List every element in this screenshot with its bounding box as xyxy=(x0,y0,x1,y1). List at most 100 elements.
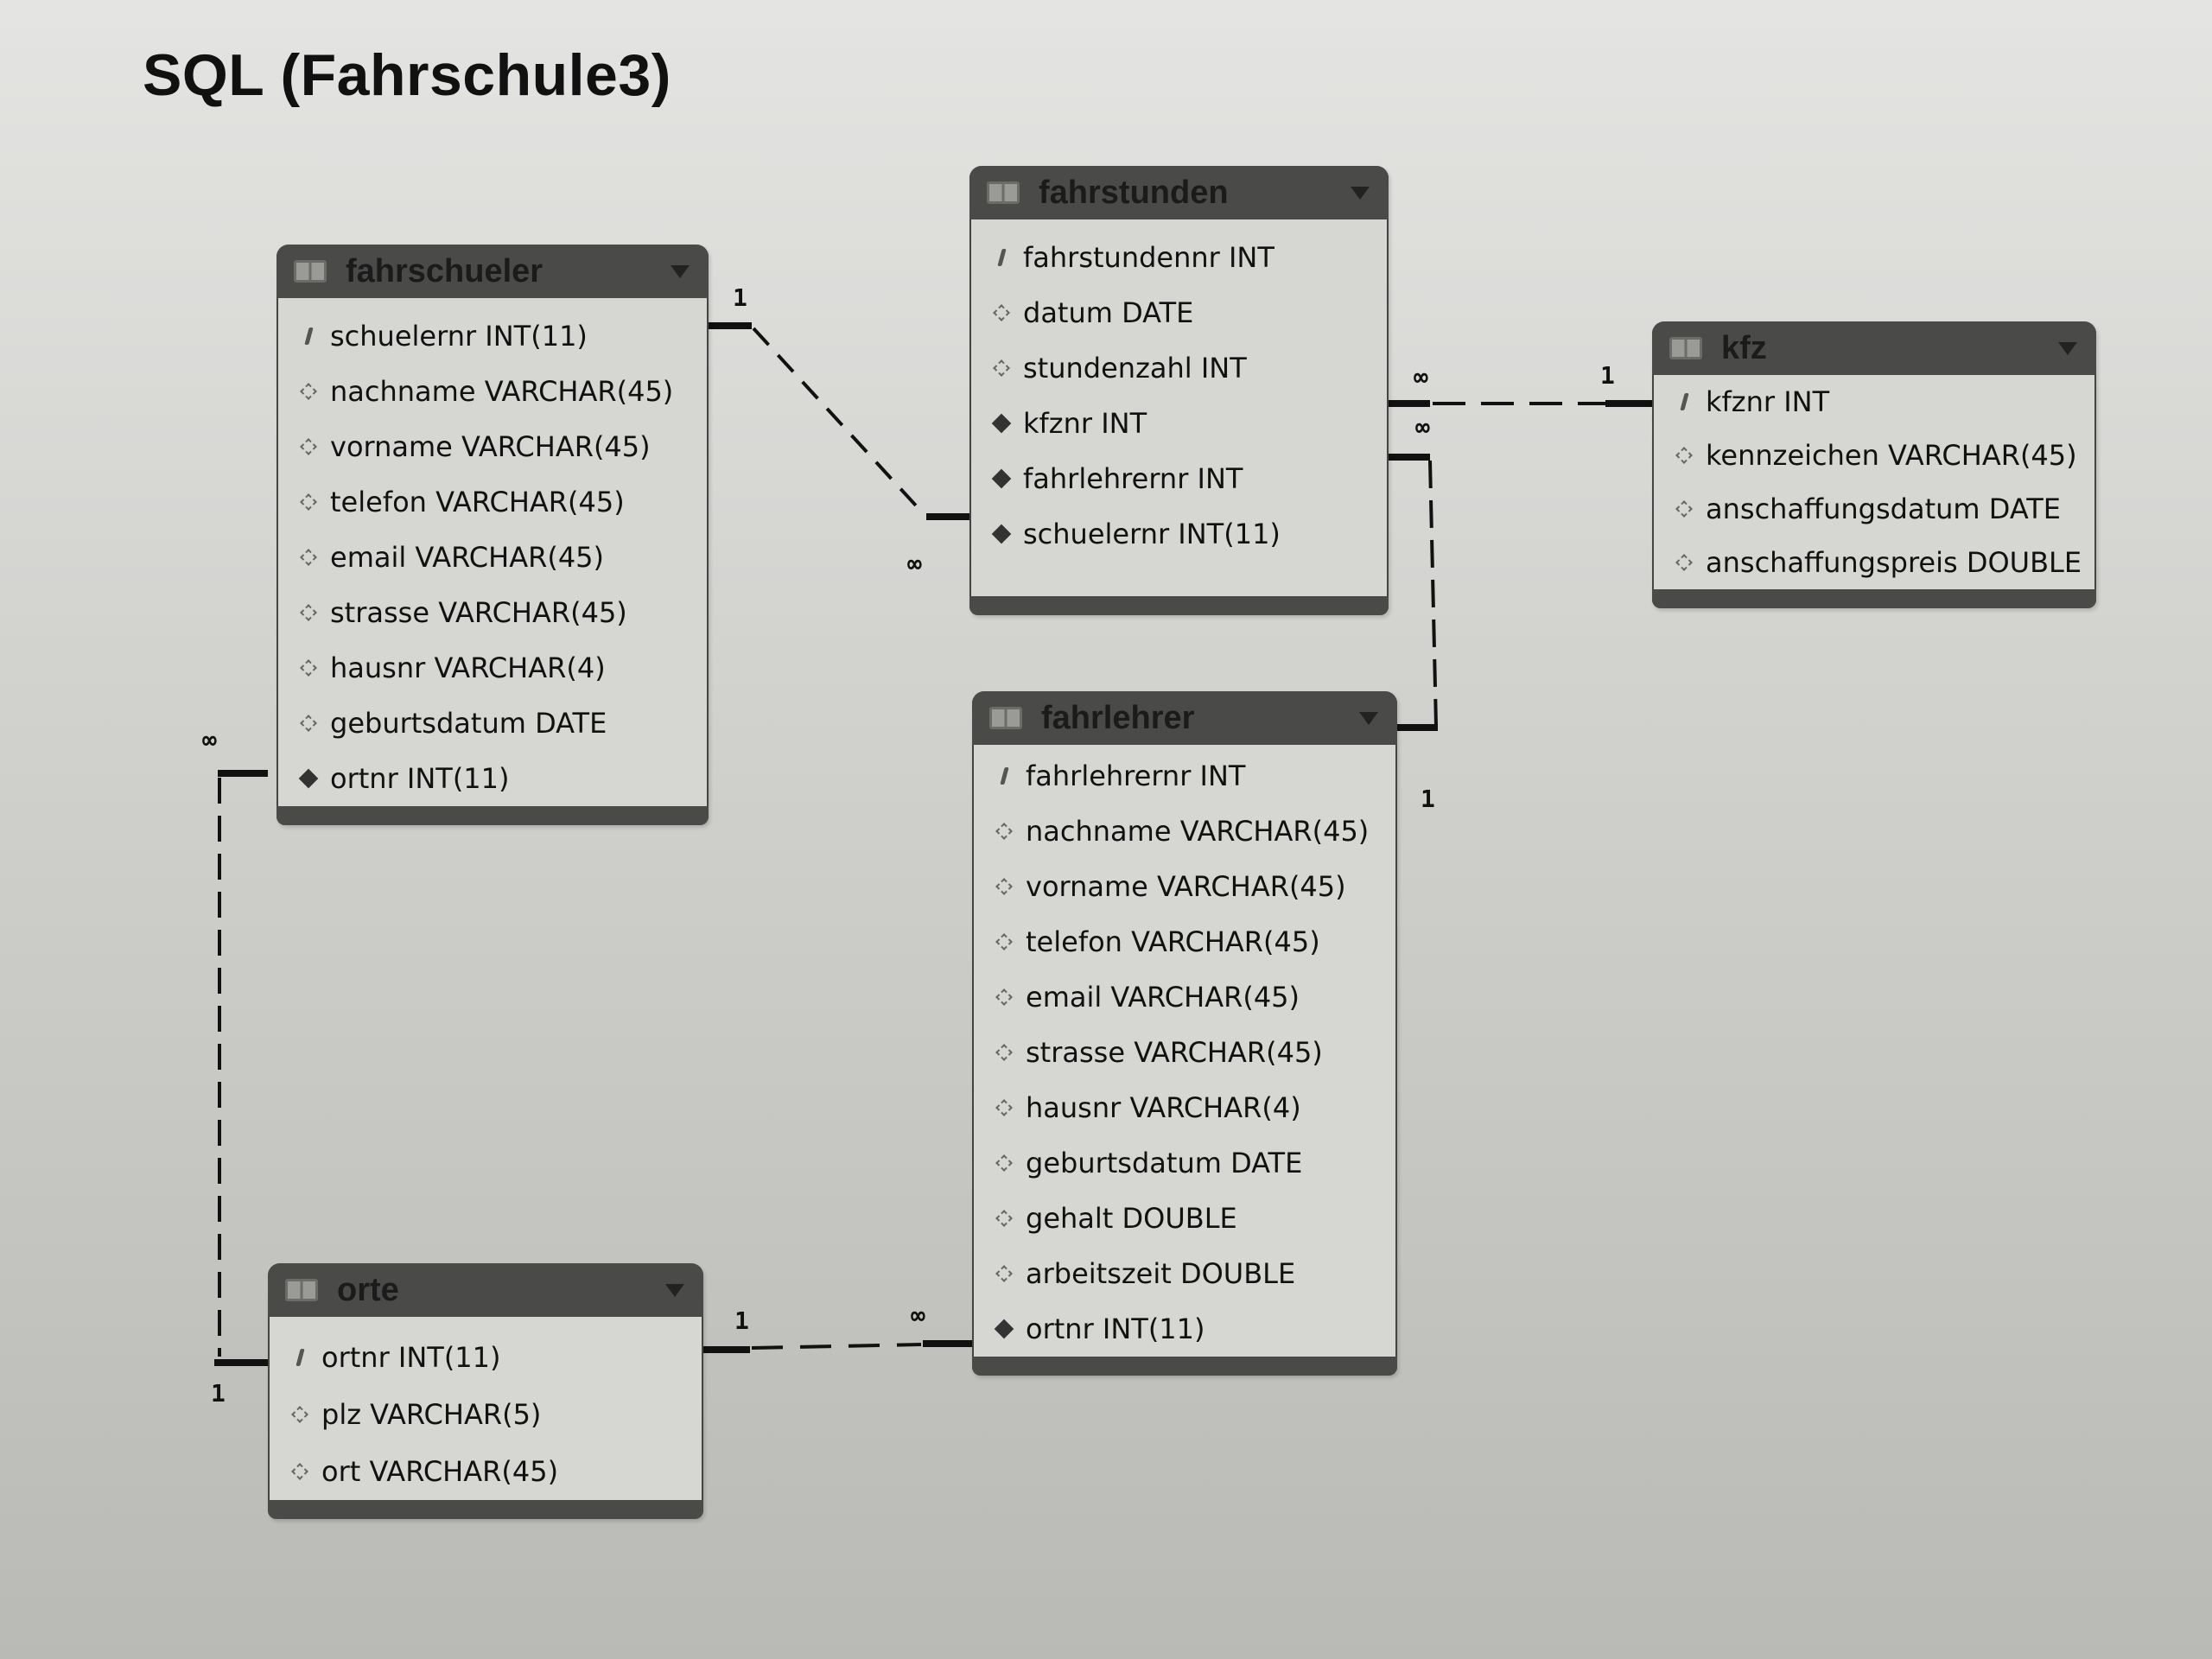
attribute-diamond-icon xyxy=(993,986,1015,1008)
attribute-diamond-icon xyxy=(1673,444,1695,467)
column-row[interactable]: ortnr INT(11) xyxy=(270,1329,702,1386)
column-row[interactable]: datum DATE xyxy=(971,285,1387,340)
foreign-key-diamond-icon xyxy=(297,767,320,790)
attribute-diamond-icon xyxy=(993,875,1015,898)
table-fahrlehrer[interactable]: fahrlehrer fahrlehrernr INT nachname VAR… xyxy=(972,691,1397,1376)
attribute-diamond-icon xyxy=(993,1096,1015,1119)
column-row[interactable]: kfznr INT xyxy=(1654,375,2094,429)
column-label: geburtsdatum DATE xyxy=(330,707,607,740)
column-row[interactable]: fahrstundennr INT xyxy=(971,230,1387,285)
column-row[interactable]: vorname VARCHAR(45) xyxy=(278,419,707,474)
column-row[interactable]: email VARCHAR(45) xyxy=(278,530,707,585)
column-row[interactable]: schuelernr INT(11) xyxy=(971,506,1387,562)
primary-key-icon xyxy=(993,765,1015,787)
table-orte[interactable]: orte ortnr INT(11) plz VARCHAR(5) ort VA… xyxy=(268,1263,703,1519)
table-footer xyxy=(1652,589,2096,608)
table-header[interactable]: kfz xyxy=(1652,321,2096,375)
column-row[interactable]: anschaffungsdatum DATE xyxy=(1654,482,2094,536)
cardinality-one-fahrlehrer: 1 xyxy=(1421,785,1435,813)
column-row[interactable]: email VARCHAR(45) xyxy=(974,969,1395,1025)
column-row[interactable]: hausnr VARCHAR(4) xyxy=(278,640,707,696)
column-row[interactable]: stundenzahl INT xyxy=(971,340,1387,396)
attribute-diamond-icon xyxy=(289,1460,311,1483)
column-row[interactable]: nachname VARCHAR(45) xyxy=(278,364,707,419)
primary-key-icon xyxy=(297,325,320,347)
column-label: fahrlehrernr INT xyxy=(1026,760,1246,792)
collapse-arrow-icon[interactable] xyxy=(665,1284,684,1297)
primary-key-icon xyxy=(1673,391,1695,413)
attribute-diamond-icon xyxy=(297,435,320,458)
column-row[interactable]: kennzeichen VARCHAR(45) xyxy=(1654,429,2094,482)
table-footer xyxy=(969,596,1389,615)
attribute-diamond-icon xyxy=(993,1262,1015,1285)
column-row[interactable]: kfznr INT xyxy=(971,396,1387,451)
collapse-arrow-icon[interactable] xyxy=(671,265,690,278)
column-row[interactable]: plz VARCHAR(5) xyxy=(270,1386,702,1443)
column-label: vorname VARCHAR(45) xyxy=(1026,870,1346,903)
column-row[interactable]: nachname VARCHAR(45) xyxy=(974,804,1395,859)
column-row[interactable]: fahrlehrernr INT xyxy=(971,451,1387,506)
column-row[interactable]: strasse VARCHAR(45) xyxy=(974,1025,1395,1080)
table-icon xyxy=(294,260,327,283)
column-row[interactable]: schuelernr INT(11) xyxy=(278,308,707,364)
column-row[interactable]: strasse VARCHAR(45) xyxy=(278,585,707,640)
column-row[interactable]: ort VARCHAR(45) xyxy=(270,1443,702,1500)
cardinality-one-kfz: 1 xyxy=(1600,361,1615,390)
attribute-diamond-icon xyxy=(297,657,320,679)
column-label: telefon VARCHAR(45) xyxy=(330,486,625,518)
column-label: strasse VARCHAR(45) xyxy=(1026,1036,1323,1069)
table-icon xyxy=(989,707,1022,729)
table-footer xyxy=(268,1500,703,1519)
column-row[interactable]: hausnr VARCHAR(4) xyxy=(974,1080,1395,1135)
column-label: kfznr INT xyxy=(1706,385,1830,418)
column-label: arbeitszeit DOUBLE xyxy=(1026,1257,1296,1290)
column-row[interactable]: vorname VARCHAR(45) xyxy=(974,859,1395,914)
column-label: plz VARCHAR(5) xyxy=(321,1398,542,1431)
table-fahrschueler[interactable]: fahrschueler schuelernr INT(11) nachname… xyxy=(276,245,709,825)
collapse-arrow-icon[interactable] xyxy=(1359,712,1378,725)
attribute-diamond-icon xyxy=(993,931,1015,953)
table-header[interactable]: fahrstunden xyxy=(969,166,1389,219)
attribute-diamond-icon xyxy=(1673,551,1695,574)
attribute-diamond-icon xyxy=(993,820,1015,842)
column-label: ortnr INT(11) xyxy=(1026,1313,1205,1345)
table-kfz[interactable]: kfz kfznr INT kennzeichen VARCHAR(45) an… xyxy=(1652,321,2096,608)
column-label: telefon VARCHAR(45) xyxy=(1026,925,1320,958)
column-label: vorname VARCHAR(45) xyxy=(330,430,651,463)
column-label: hausnr VARCHAR(4) xyxy=(330,652,606,684)
column-label: fahrstundennr INT xyxy=(1023,241,1274,274)
column-row[interactable]: fahrlehrernr INT xyxy=(974,748,1395,804)
cardinality-many-fahrstunden-kfznr: ∞ xyxy=(1414,363,1428,391)
table-header[interactable]: fahrlehrer xyxy=(972,691,1397,745)
column-row[interactable]: geburtsdatum DATE xyxy=(974,1135,1395,1191)
collapse-arrow-icon[interactable] xyxy=(2058,342,2077,355)
table-title: fahrstunden xyxy=(1039,174,1229,211)
column-row[interactable]: anschaffungspreis DOUBLE xyxy=(1654,536,2094,589)
column-row[interactable]: arbeitszeit DOUBLE xyxy=(974,1246,1395,1301)
attribute-diamond-icon xyxy=(289,1403,311,1426)
column-row[interactable]: telefon VARCHAR(45) xyxy=(278,474,707,530)
foreign-key-diamond-icon xyxy=(990,523,1013,545)
column-label: ort VARCHAR(45) xyxy=(321,1455,559,1488)
table-header[interactable]: fahrschueler xyxy=(276,245,709,298)
column-row[interactable]: ortnr INT(11) xyxy=(974,1301,1395,1357)
table-title: fahrschueler xyxy=(346,252,543,289)
foreign-key-diamond-icon xyxy=(990,467,1013,490)
table-footer xyxy=(972,1357,1397,1376)
column-label: email VARCHAR(45) xyxy=(1026,981,1300,1014)
column-label: schuelernr INT(11) xyxy=(1023,518,1281,550)
primary-key-icon xyxy=(990,246,1013,269)
column-row[interactable]: telefon VARCHAR(45) xyxy=(974,914,1395,969)
attribute-diamond-icon xyxy=(993,1041,1015,1064)
table-fahrstunden[interactable]: fahrstunden fahrstundennr INT datum DATE… xyxy=(969,166,1389,615)
collapse-arrow-icon[interactable] xyxy=(1351,187,1370,200)
column-row[interactable]: gehalt DOUBLE xyxy=(974,1191,1395,1246)
cardinality-one-orte-left: 1 xyxy=(211,1379,226,1408)
column-row[interactable]: ortnr INT(11) xyxy=(278,751,707,806)
column-row[interactable]: geburtsdatum DATE xyxy=(278,696,707,751)
column-label: email VARCHAR(45) xyxy=(330,541,605,574)
table-header[interactable]: orte xyxy=(268,1263,703,1317)
cardinality-many-fahrstunden-fahrlehrernr: ∞ xyxy=(1415,413,1430,442)
column-label: stundenzahl INT xyxy=(1023,352,1247,385)
table-footer xyxy=(276,806,709,825)
